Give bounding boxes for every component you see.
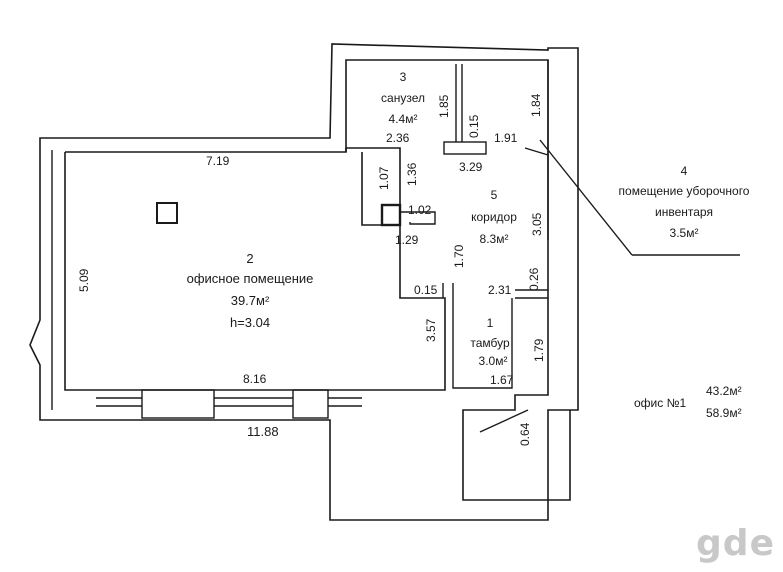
- office-area: 39.7м²: [230, 293, 270, 308]
- dimension-5-09: 5.09: [77, 268, 91, 292]
- dimension-1-79: 1.79: [532, 338, 546, 362]
- window-2: [292, 389, 329, 419]
- bathroom-partition-bar: [443, 141, 487, 155]
- dimension-0-15a: 0.15: [467, 114, 481, 138]
- outer-wall-outer: [29, 43, 579, 521]
- outer-wall-inner: [65, 59, 571, 501]
- summary-area-total: 58.9м²: [706, 406, 742, 420]
- dimension-0-15b: 0.15: [414, 283, 438, 297]
- dimension-11-88: 11.88: [247, 424, 279, 439]
- bathroom-area: 4.4м²: [388, 112, 418, 126]
- storage-name: помещение уборочного: [618, 184, 750, 198]
- dimension-7-19: 7.19: [206, 154, 230, 168]
- vestibule-number: 1: [486, 316, 494, 330]
- vestibule-area: 3.0м²: [478, 354, 508, 368]
- dimension-2-31: 2.31: [488, 283, 512, 297]
- office-number: 2: [246, 251, 254, 266]
- storage-number: 4: [680, 164, 688, 178]
- dimension-1-67: 1.67: [490, 373, 514, 387]
- office-height: h=3.04: [229, 315, 271, 330]
- dimension-8-16: 8.16: [243, 372, 267, 386]
- bathroom-number: 3: [399, 70, 407, 84]
- storage-area: 3.5м²: [669, 226, 699, 240]
- office-column: [156, 202, 178, 224]
- dimension-1-07: 1.07: [377, 166, 391, 190]
- dimension-1-02: 1.02: [408, 203, 432, 217]
- dimension-1-84: 1.84: [529, 93, 543, 117]
- office-name: офисное помещение: [186, 271, 314, 286]
- office-room-inner: [64, 152, 446, 391]
- column: [380, 203, 402, 227]
- dimension-3-57: 3.57: [424, 318, 438, 342]
- dimension-3-05: 3.05: [530, 212, 544, 236]
- dimension-1-29: 1.29: [395, 233, 419, 247]
- dimension-2-36: 2.36: [386, 131, 410, 145]
- dimension-1-70: 1.70: [452, 244, 466, 268]
- dimension-1-36: 1.36: [405, 162, 419, 186]
- dimension-1-85: 1.85: [437, 94, 451, 118]
- corridor-name: коридор: [471, 210, 517, 224]
- dimension-1-91: 1.91: [494, 131, 518, 145]
- window-1: [141, 389, 215, 419]
- watermark-logo: gde: [696, 523, 775, 564]
- bathroom-name: санузел: [381, 91, 425, 105]
- corridor-number: 5: [490, 188, 498, 202]
- summary-area-main: 43.2м²: [706, 384, 742, 398]
- storage-name-line2: инвентаря: [655, 205, 713, 219]
- corridor-area: 8.3м²: [479, 232, 509, 246]
- summary-label: офис №1: [634, 396, 687, 410]
- vestibule-name: тамбур: [470, 336, 510, 350]
- dimension-0-26: 0.26: [527, 267, 541, 291]
- vestibule-wall: [452, 298, 513, 389]
- dimension-0-64: 0.64: [518, 422, 532, 446]
- dimension-3-29: 3.29: [459, 160, 483, 174]
